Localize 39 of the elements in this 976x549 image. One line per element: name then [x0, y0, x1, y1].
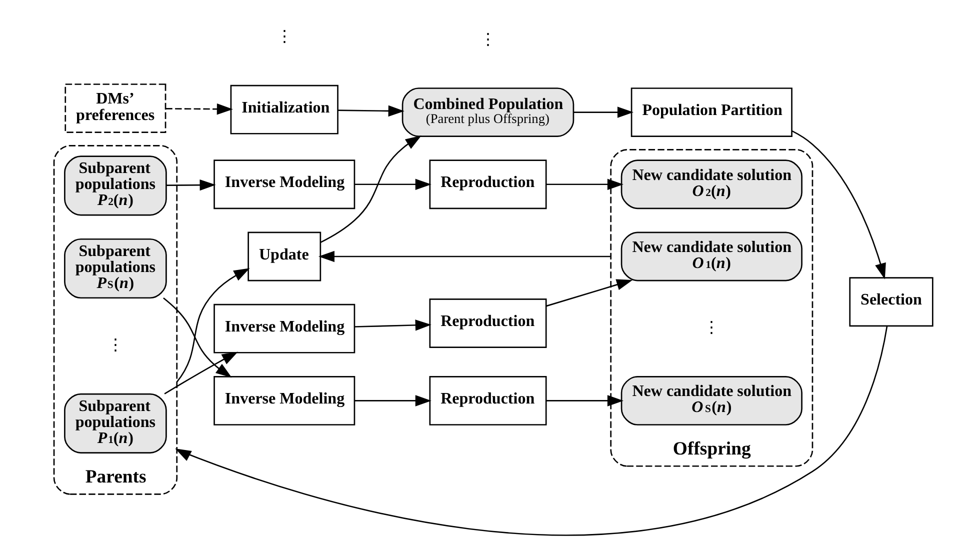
arrow: [574, 106, 634, 118]
arrow: [175, 326, 888, 536]
node-box: Subparent populations PS(n): [64, 238, 167, 299]
node-box: Subparent populations P2(n): [64, 156, 167, 216]
node-box: Initialization: [230, 84, 338, 134]
node-box: New candidate solution OS(n): [620, 376, 802, 426]
node-box: New candidate solution O1(n): [620, 232, 802, 282]
node-box: Inverse Modeling: [214, 304, 356, 354]
node-box: Reproduction: [429, 298, 547, 348]
arrow: [354, 395, 432, 406]
node-box: Update: [248, 232, 322, 282]
node-box: Inverse Modeling: [214, 376, 356, 426]
label: ⋮: [107, 337, 124, 354]
node-box: Population Partition: [630, 88, 792, 137]
node-box: Reproduction: [429, 376, 547, 426]
node-box: Selection: [849, 277, 934, 327]
label: ⋮: [704, 320, 720, 337]
arrow: [546, 178, 624, 190]
node-box: Combined Population (Parent plus Offspring): [402, 88, 574, 137]
arrow: [166, 179, 216, 191]
node-box: Reproduction: [429, 160, 547, 210]
arrow: [176, 268, 250, 382]
arrow: [546, 395, 624, 406]
arrow: [354, 320, 432, 331]
arrow: [320, 135, 422, 243]
arrow: [792, 130, 886, 280]
arrow: [164, 352, 238, 394]
arrow: [163, 298, 232, 378]
label: ⋮: [480, 31, 496, 48]
node-box: New candidate solution O2(n): [620, 160, 802, 210]
arrow: [354, 178, 432, 190]
arrow: [546, 279, 633, 307]
label: ⋮: [276, 28, 292, 46]
arrow: [338, 105, 404, 117]
node-box: Inverse Modeling: [214, 160, 356, 210]
arrow: [318, 250, 611, 262]
node-box: DMs’ preferences: [64, 84, 166, 133]
arrow: [166, 103, 233, 115]
node-box: Subparent populations P1(n): [64, 393, 167, 454]
